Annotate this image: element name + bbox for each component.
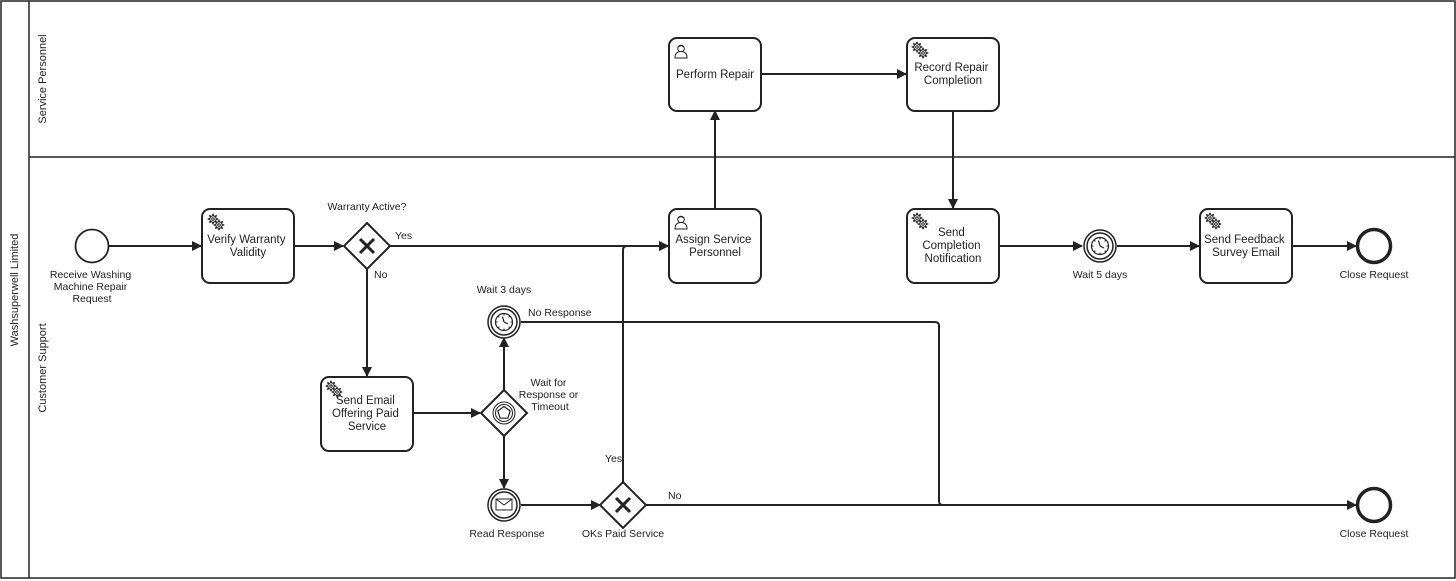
event-gateway-icon xyxy=(492,401,516,425)
exclusive-x-icon xyxy=(358,237,376,255)
start-event[interactable] xyxy=(74,228,110,264)
task-send-completion-label: Send Completion Notification xyxy=(922,227,983,265)
timer-event-wait-3-days[interactable] xyxy=(487,305,521,339)
gateway-wait-response[interactable] xyxy=(479,388,529,438)
timer-event-wait-5-days[interactable] xyxy=(1083,229,1117,263)
task-verify-warranty[interactable]: Verify Warranty Validity xyxy=(201,208,295,284)
task-send-feedback-label: Send Feedback Survey Email xyxy=(1204,234,1288,259)
start-event-label: Receive Washing Machine Repair Request xyxy=(50,269,134,305)
gateway-warranty-active[interactable] xyxy=(342,221,392,271)
gateway-warranty-active-label: Warranty Active? xyxy=(328,201,407,213)
flow-label-no-response: No Response xyxy=(528,307,592,319)
message-event-read-response[interactable] xyxy=(487,488,521,522)
flow-timer-no-response-to-close xyxy=(521,321,944,506)
flow-oks-yes-to-assign xyxy=(622,241,669,482)
task-send-completion[interactable]: Send Completion Notification xyxy=(906,208,1000,284)
task-record-completion-label: Record Repair Completion xyxy=(914,62,991,87)
lane-title-service-personnel: Service Personnel xyxy=(37,34,49,123)
end-event-close-request-top[interactable] xyxy=(1355,227,1393,265)
task-send-email-paid-label: Send Email Offering Paid Service xyxy=(332,395,402,433)
close-request-top-label: Close Request xyxy=(1340,269,1409,281)
close-request-bottom-label: Close Request xyxy=(1340,528,1409,540)
timer-wait-5-days-label: Wait 5 days xyxy=(1073,269,1127,281)
task-send-feedback[interactable]: Send Feedback Survey Email xyxy=(1199,208,1293,284)
task-assign-personnel[interactable]: Assign Service Personnel xyxy=(668,208,762,284)
pool-title: Washsuperwell Limited xyxy=(9,234,21,347)
flow-label-yes-warranty: Yes xyxy=(395,230,412,242)
task-perform-repair[interactable]: Perform Repair xyxy=(668,37,762,112)
envelope-icon xyxy=(495,498,513,511)
gateway-wait-response-label: Wait for Response or Timeout xyxy=(519,377,581,413)
task-send-email-paid[interactable]: Send Email Offering Paid Service xyxy=(320,376,414,452)
timer-wait-3-days-label: Wait 3 days xyxy=(477,284,531,296)
exclusive-x-icon xyxy=(614,496,632,514)
clock-icon xyxy=(1090,236,1110,256)
task-perform-repair-label: Perform Repair xyxy=(676,69,754,81)
flow-label-yes-paid: Yes xyxy=(605,453,622,465)
gateway-oks-paid-label: OKs Paid Service xyxy=(582,528,664,540)
task-verify-warranty-label: Verify Warranty Validity xyxy=(207,234,288,259)
task-assign-personnel-label: Assign Service Personnel xyxy=(675,234,754,259)
lane-title-customer-support: Customer Support xyxy=(37,323,49,412)
flow-label-no-paid: No xyxy=(668,490,682,502)
read-response-label: Read Response xyxy=(469,528,544,540)
end-event-close-request-bottom[interactable] xyxy=(1355,486,1393,524)
flow-label-no-warranty: No xyxy=(374,269,388,281)
task-record-completion[interactable]: Record Repair Completion xyxy=(906,37,1000,112)
clock-icon xyxy=(494,312,514,332)
gateway-oks-paid[interactable] xyxy=(598,480,648,530)
